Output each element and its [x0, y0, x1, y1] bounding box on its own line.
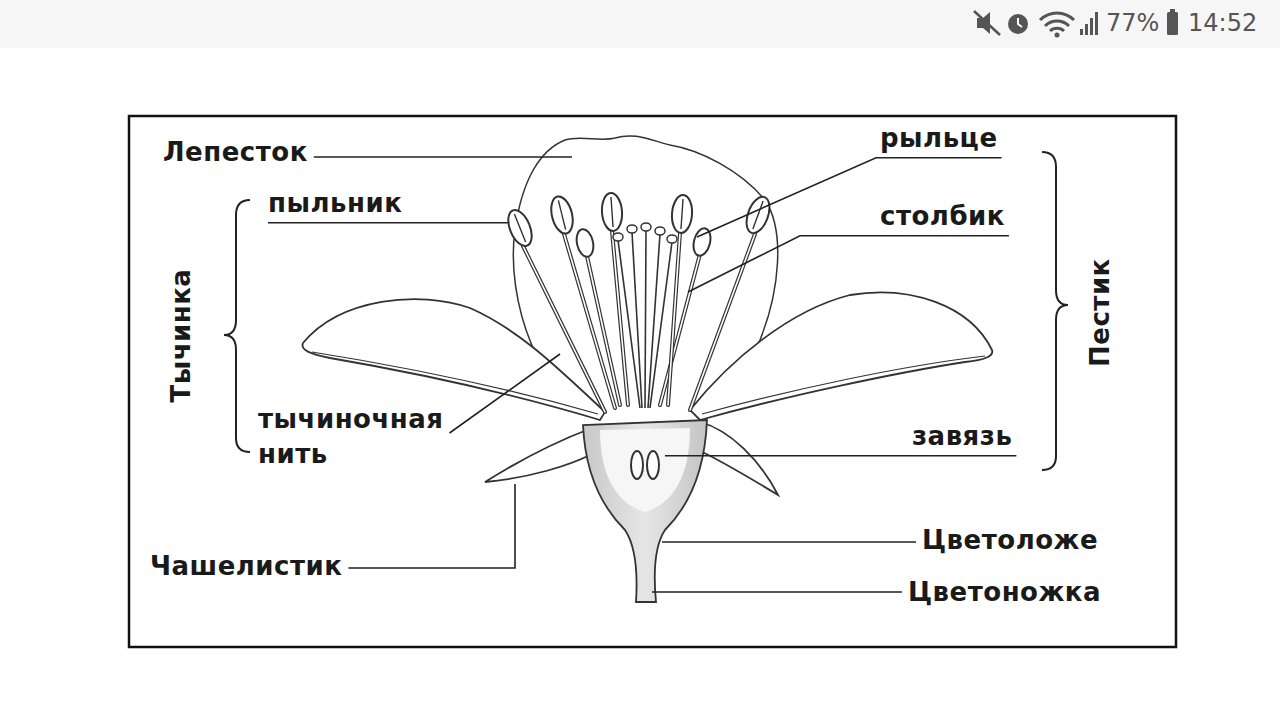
anther — [611, 197, 613, 227]
battery-icon — [1167, 12, 1178, 35]
anther — [504, 207, 537, 250]
petal — [690, 292, 992, 420]
signal-icon — [1080, 29, 1083, 35]
part-label: Чашелистик — [150, 551, 342, 582]
wifi-icon — [1050, 28, 1064, 31]
filament — [660, 254, 700, 405]
sepal — [698, 422, 778, 495]
stigma — [667, 235, 677, 243]
filament — [690, 234, 755, 410]
filament — [660, 254, 700, 405]
leader-line — [348, 484, 515, 568]
wifi-icon — [1045, 21, 1069, 26]
part-label: Цветоложе — [922, 525, 1098, 556]
part-label: Лепесток — [163, 137, 308, 168]
signal-icon — [1085, 24, 1088, 35]
bracket — [1042, 152, 1068, 470]
stigma — [627, 225, 637, 233]
anther — [548, 194, 577, 236]
stigma — [655, 227, 665, 235]
ovary — [600, 428, 690, 512]
leader-line — [314, 156, 572, 158]
group-label: Пестик — [1084, 258, 1115, 367]
anther — [753, 201, 763, 229]
anther — [514, 214, 525, 242]
anther — [558, 200, 565, 229]
stigma — [641, 223, 651, 231]
battery-icon — [1170, 9, 1175, 12]
stigma — [613, 233, 623, 241]
status-text: 77% — [1106, 9, 1159, 38]
style — [645, 230, 646, 408]
group-label: Тычинка — [166, 268, 197, 402]
signal-icon — [1095, 12, 1098, 35]
style — [632, 232, 642, 408]
anther — [601, 192, 624, 231]
anther — [574, 228, 595, 259]
bracket — [224, 200, 250, 452]
status-time: 14:52 — [1188, 9, 1257, 38]
alarm-icon — [1018, 18, 1022, 27]
mute-icon — [974, 11, 1000, 35]
leader-line — [662, 541, 916, 543]
style — [650, 242, 672, 408]
petal — [702, 356, 985, 414]
leader-line — [665, 455, 1016, 457]
part-label: Цветоножка — [908, 577, 1101, 608]
wifi-icon — [1040, 13, 1074, 20]
ovule — [631, 451, 643, 479]
sepal — [485, 428, 592, 482]
leader-line — [652, 591, 902, 593]
leader-line — [688, 236, 1009, 292]
frame — [129, 116, 1176, 647]
status-bar — [0, 0, 1280, 48]
ovule — [647, 451, 659, 479]
part-label: тычиночная нить — [258, 402, 444, 472]
leader-line — [450, 354, 560, 433]
alarm-icon — [1008, 14, 1028, 34]
receptacle — [583, 420, 707, 602]
part-label: завязь — [912, 421, 1012, 452]
part-label: столбик — [880, 201, 1005, 232]
anther — [681, 199, 683, 229]
filament — [690, 234, 755, 410]
leader-line — [268, 222, 508, 224]
part-label: пыльник — [268, 188, 402, 219]
wifi-icon — [1055, 33, 1060, 38]
anther — [671, 194, 694, 233]
part-label: рыльце — [880, 123, 998, 154]
signal-icon — [1090, 18, 1093, 35]
